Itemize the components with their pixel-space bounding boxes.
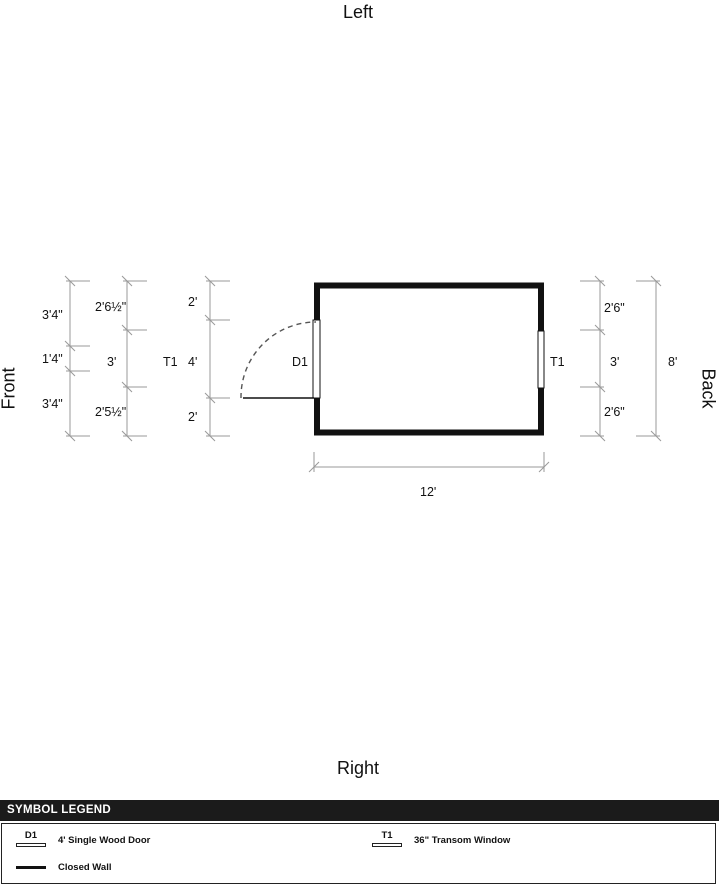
symbol-legend: SYMBOL LEGEND D1 4' Single Wood Door T1 … xyxy=(0,800,719,885)
front-window-tag: T1 xyxy=(163,355,178,369)
back-window-opening xyxy=(537,330,545,389)
legend-wall-label: Closed Wall xyxy=(58,862,112,873)
door-swing-arc xyxy=(240,321,317,399)
door-opening xyxy=(312,319,321,399)
floor-plan: 3'4" 1'4" 3'4" 2'6½" 3' 2'5½" T1 2' 4' 2… xyxy=(42,275,677,499)
front-dim-col2-top: 2'6½" xyxy=(95,300,126,314)
back-dim-mid: 3' xyxy=(610,355,619,369)
front-dim-col1-bottom: 3'4" xyxy=(42,397,63,411)
building-walls xyxy=(314,282,544,436)
front-dim-col1-top: 3'4" xyxy=(42,308,63,322)
front-dim-col3-mid: 4' xyxy=(188,355,197,369)
legend-door-label: 4' Single Wood Door xyxy=(58,834,151,846)
back-dim-top: 2'6" xyxy=(604,301,625,315)
side-label-right: Right xyxy=(337,758,380,778)
door-tag: D1 xyxy=(292,355,308,369)
wall-symbol-icon xyxy=(16,866,46,869)
front-dim-col3-bottom: 2' xyxy=(188,410,197,424)
side-label-left: Left xyxy=(343,2,374,22)
back-dim-total: 8' xyxy=(668,355,677,369)
front-dim-col1-mid: 1'4" xyxy=(42,352,63,366)
legend-item-door: D1 4' Single Wood Door xyxy=(16,830,150,850)
legend-body: D1 4' Single Wood Door T1 36" Transom Wi… xyxy=(1,823,716,884)
back-window-tag: T1 xyxy=(550,355,565,369)
front-dim-col2-bottom: 2'5½" xyxy=(95,405,126,419)
front-dim-col3-top: 2' xyxy=(188,295,197,309)
width-dim: 12' xyxy=(420,485,436,499)
legend-item-wall: Closed Wall xyxy=(16,862,112,873)
dimension-lines xyxy=(64,275,662,473)
legend-window-label: 36" Transom Window xyxy=(414,834,511,846)
legend-item-window: T1 36" Transom Window xyxy=(372,830,510,850)
legend-title: SYMBOL LEGEND xyxy=(0,800,719,821)
window-symbol-icon: T1 xyxy=(372,830,402,850)
back-dim-bottom: 2'6" xyxy=(604,405,625,419)
door-symbol-icon: D1 xyxy=(16,830,46,850)
front-dim-col2-mid: 3' xyxy=(107,355,116,369)
